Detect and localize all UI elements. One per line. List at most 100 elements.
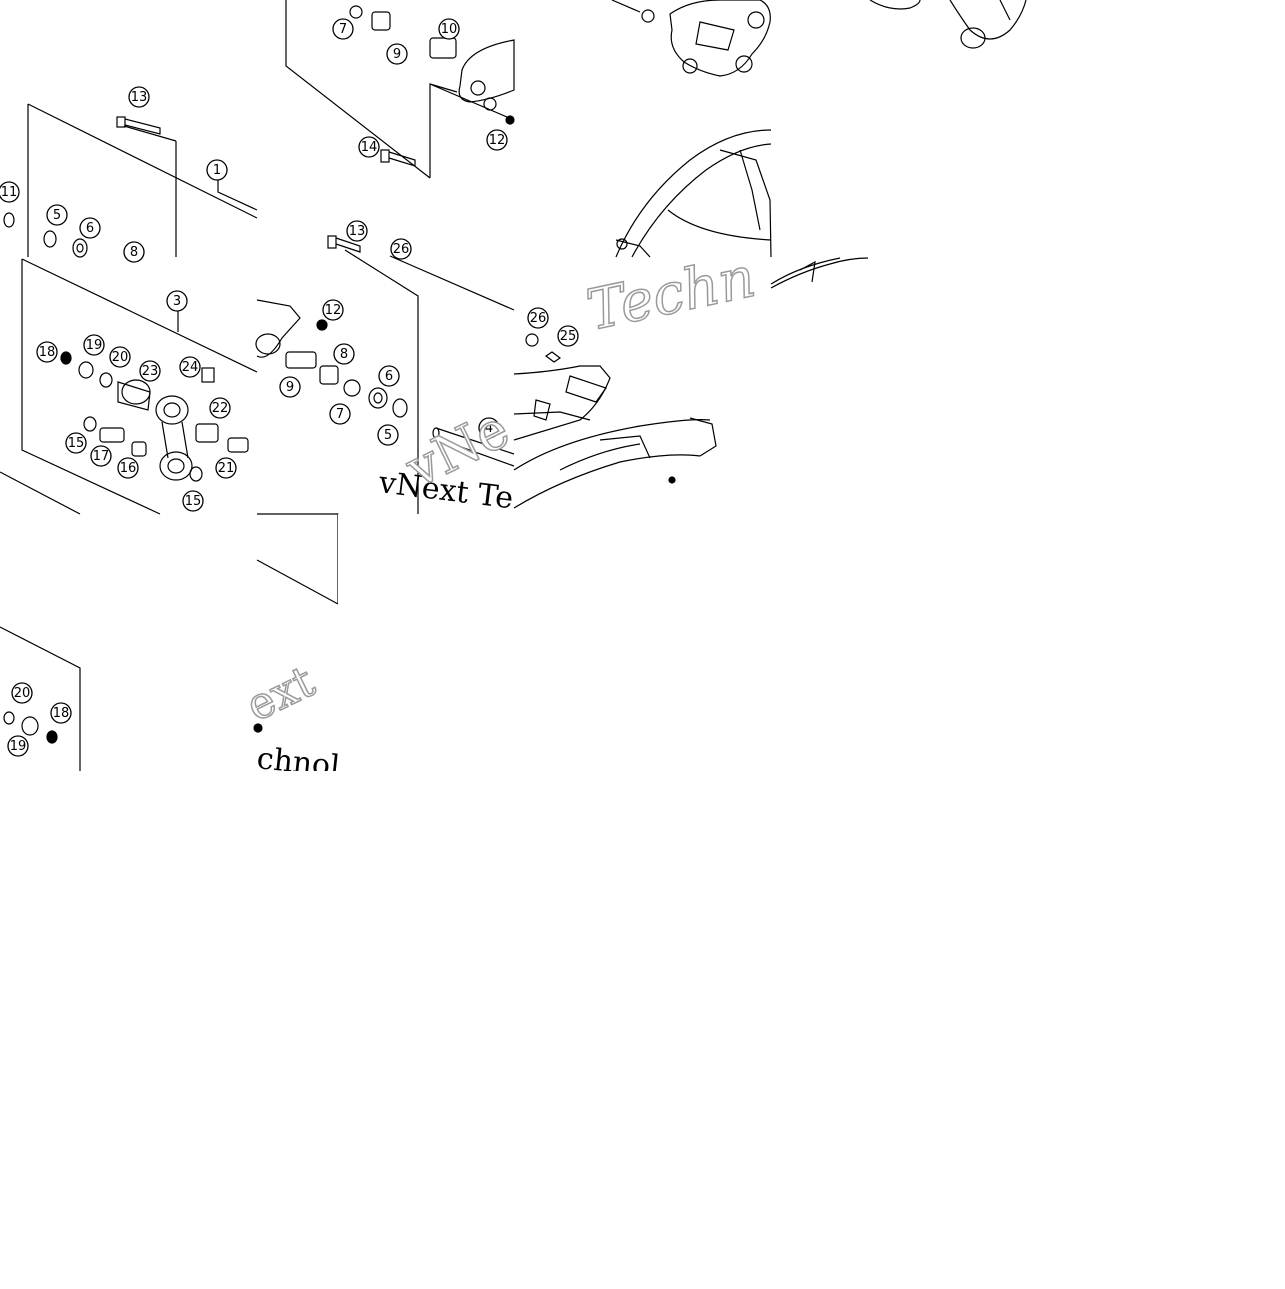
callout-5: 5 — [377, 424, 399, 446]
nut-part — [3, 212, 15, 228]
callout-number: 8 — [130, 245, 138, 260]
bearing-part — [368, 387, 388, 409]
callout-number: 15 — [185, 494, 202, 509]
callout-circle — [206, 159, 228, 181]
callout-22: 22 — [209, 397, 231, 419]
callout-25: 25 — [557, 325, 579, 347]
callout-circle — [166, 290, 188, 312]
callout-circle — [83, 334, 105, 356]
callout-circle — [438, 18, 460, 40]
callout-number: 8 — [340, 347, 348, 362]
callout-circle — [378, 365, 400, 387]
pivot-shaft-part — [432, 427, 515, 467]
callout-circle — [478, 417, 500, 439]
callout-circle — [11, 682, 33, 704]
callout-number: 12 — [325, 303, 342, 318]
tile-rocker-assembly — [253, 235, 515, 733]
callout-circle — [527, 307, 549, 329]
spacer-part — [285, 351, 339, 385]
callout-number: 6 — [385, 369, 393, 384]
callout-9: 9 — [279, 376, 301, 398]
callout-1: 1 — [206, 159, 228, 181]
callout-circle — [117, 457, 139, 479]
callout-number: 3 — [173, 294, 181, 309]
callout-circle — [36, 341, 58, 363]
connecting-link-part — [155, 395, 193, 481]
callout-number: 12 — [489, 133, 506, 148]
callout-number: 7 — [339, 22, 347, 37]
callout-number: 25 — [560, 329, 577, 344]
callout-13: 13 — [128, 86, 150, 108]
callout-circle — [333, 343, 355, 365]
bearing-part — [72, 238, 88, 258]
callout-15: 15 — [182, 490, 204, 512]
callout-number: 5 — [53, 208, 61, 223]
callout-21: 21 — [215, 457, 237, 479]
callout-number: 22 — [212, 401, 229, 416]
callout-number: 4 — [485, 421, 493, 436]
callout-number: 23 — [142, 364, 159, 379]
callout-circle — [329, 403, 351, 425]
rocker-arm-part — [255, 299, 328, 358]
callout-circle — [109, 346, 131, 368]
watermark-text: ext — [238, 656, 322, 732]
callout-number: 19 — [10, 739, 27, 754]
callout-circle — [123, 241, 145, 263]
callout-3: 3 — [166, 290, 188, 312]
callout-8: 8 — [123, 241, 145, 263]
callout-4: 4 — [478, 417, 500, 439]
callout-5: 5 — [46, 204, 68, 226]
callout-number: 24 — [182, 360, 199, 375]
callout-26: 26 — [390, 238, 412, 260]
nut-part — [253, 723, 263, 733]
callout-12: 12 — [322, 299, 344, 321]
callout-circle — [128, 86, 150, 108]
callout-number: 6 — [86, 221, 94, 236]
callout-number: 21 — [218, 461, 235, 476]
callout-13: 13 — [346, 220, 368, 242]
seal-part — [46, 730, 58, 744]
callout-circle — [386, 43, 408, 65]
callout-number: 20 — [112, 350, 129, 365]
callout-circle — [179, 356, 201, 378]
bolt-part — [327, 235, 361, 253]
callout-circle — [279, 376, 301, 398]
tile-top-middle — [285, 0, 515, 179]
callout-number: 13 — [349, 224, 366, 239]
bushing-part — [83, 416, 249, 482]
callout-number: 9 — [393, 47, 401, 62]
callout-11: 11 — [0, 181, 20, 203]
callout-24: 24 — [179, 356, 201, 378]
callout-number: 11 — [1, 185, 18, 200]
callout-number: 9 — [286, 380, 294, 395]
callout-circle — [209, 397, 231, 419]
callout-7: 7 — [332, 18, 354, 40]
callout-circle — [182, 490, 204, 512]
spacer-part — [349, 5, 457, 59]
callout-circle — [377, 424, 399, 446]
callout-circle — [46, 204, 68, 226]
collar-part — [117, 379, 151, 411]
callout-20: 20 — [109, 346, 131, 368]
callout-16: 16 — [117, 457, 139, 479]
callout-circle — [79, 217, 101, 239]
callout-18: 18 — [50, 702, 72, 724]
callout-circle — [139, 360, 161, 382]
swingarm-pivot-part — [615, 129, 772, 258]
callout-18: 18 — [36, 341, 58, 363]
callout-8: 8 — [333, 343, 355, 365]
callout-number: 26 — [393, 242, 410, 257]
callout-circle — [50, 702, 72, 724]
callout-number: 18 — [39, 345, 56, 360]
callout-6: 6 — [378, 365, 400, 387]
callout-number: 5 — [384, 428, 392, 443]
callout-number: 19 — [86, 338, 103, 353]
callout-circle — [346, 220, 368, 242]
callout-number: 20 — [14, 686, 31, 701]
callout-12: 12 — [486, 129, 508, 151]
callout-number: 18 — [53, 706, 70, 721]
tile-lower-left — [0, 626, 81, 771]
